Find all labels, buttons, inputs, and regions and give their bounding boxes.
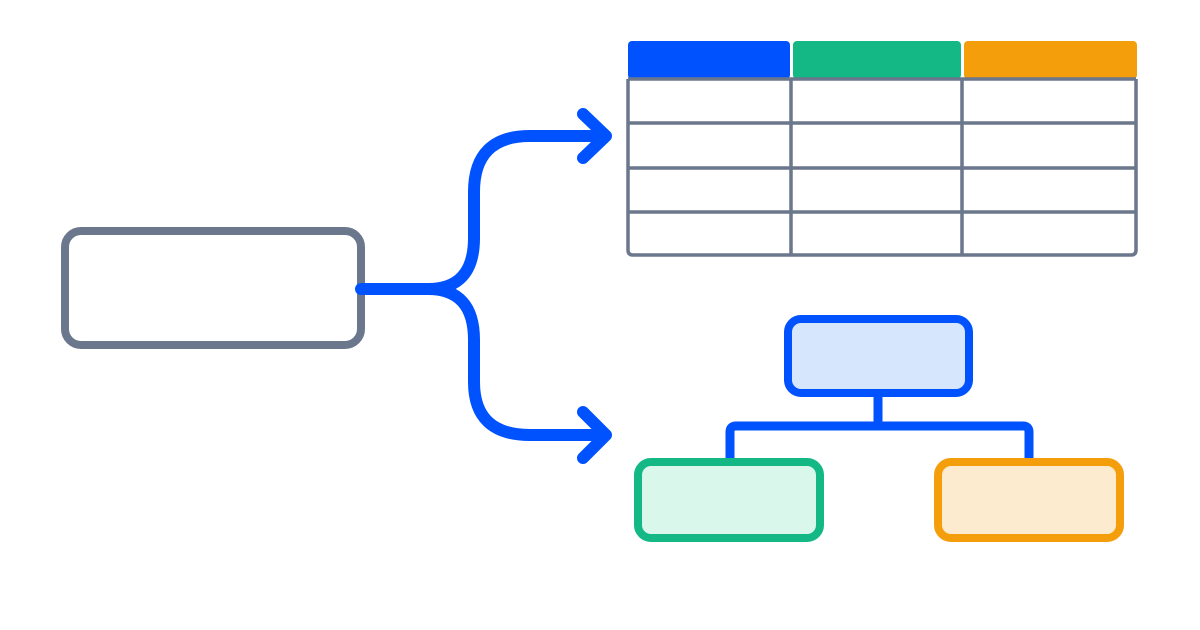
connector-branch-top [422,130,609,295]
table-icon [626,41,1138,257]
table-header-cell-3 [964,41,1137,79]
tree-root-node [784,315,973,397]
fork-arrows-icon [355,108,612,464]
table-header-cell-1 [628,41,790,79]
tree-right-child-node [934,458,1124,542]
tree-branch-line [725,421,1034,462]
arrowhead-top-icon [577,108,612,164]
connector-branch-bottom [422,283,609,441]
table-outline [626,79,1138,257]
table-header-cell-2 [793,41,961,79]
source-box [61,227,365,349]
hierarchy-icon [634,315,1124,542]
tree-left-child-node [634,458,824,542]
arrowhead-bottom-icon [577,406,612,464]
